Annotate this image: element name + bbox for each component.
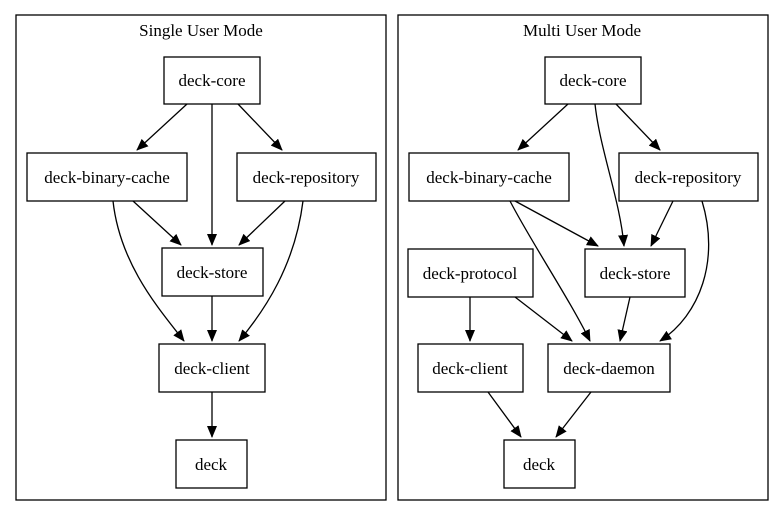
node-deck[interactable]: deck: [503, 439, 576, 489]
edge-core-to-cache: [517, 103, 569, 151]
node-label: deck-binary-cache: [44, 168, 170, 187]
node-deck-repository[interactable]: deck-repository: [618, 152, 759, 202]
node-label: deck-protocol: [423, 264, 518, 283]
node-label: deck-client: [432, 359, 508, 378]
edge-repo-to-daemon: [659, 200, 710, 342]
node-deck-repository[interactable]: deck-repository: [236, 152, 377, 202]
edge-daemon-to-deck: [555, 391, 592, 438]
edge-cache-to-daemon: [509, 200, 591, 342]
node-label: deck-repository: [253, 168, 360, 187]
edge-core-to-repo: [615, 103, 661, 151]
node-label: deck-store: [177, 263, 248, 282]
node-deck-store[interactable]: deck-store: [584, 248, 686, 298]
node-deck-binary-cache[interactable]: deck-binary-cache: [26, 152, 188, 202]
edge-cache-to-store: [132, 200, 182, 246]
node-label: deck-client: [174, 359, 250, 378]
multi-edges: [465, 103, 710, 438]
cluster-multi-title: Multi User Mode: [523, 21, 641, 40]
single-edges: [112, 103, 304, 438]
node-deck-core[interactable]: deck-core: [163, 56, 261, 105]
node-deck-core[interactable]: deck-core: [544, 56, 642, 105]
edge-core-to-repo: [237, 103, 283, 151]
node-label: deck: [523, 455, 556, 474]
node-label: deck: [195, 455, 228, 474]
node-deck[interactable]: deck: [175, 439, 248, 489]
edge-repo-to-store: [650, 200, 674, 247]
node-deck-client[interactable]: deck-client: [417, 343, 524, 393]
node-deck-protocol[interactable]: deck-protocol: [407, 248, 534, 298]
edge-repo-to-client: [238, 200, 304, 342]
edge-cache-to-store: [514, 200, 599, 247]
node-deck-client[interactable]: deck-client: [158, 343, 266, 393]
edge-repo-to-store: [238, 200, 286, 246]
node-label: deck-core: [178, 71, 245, 90]
node-label: deck-binary-cache: [426, 168, 552, 187]
node-label: deck-daemon: [563, 359, 655, 378]
node-label: deck-store: [600, 264, 671, 283]
cluster-multi-border: [397, 14, 769, 501]
edge-core-to-cache: [136, 103, 188, 151]
edge-core-to-store: [594, 103, 629, 247]
node-label: deck-core: [559, 71, 626, 90]
edge-store-to-daemon: [617, 296, 631, 342]
cluster-single-title: Single User Mode: [139, 21, 263, 40]
node-deck-binary-cache[interactable]: deck-binary-cache: [408, 152, 570, 202]
node-deck-daemon[interactable]: deck-daemon: [547, 343, 671, 393]
cluster-single-border: [15, 14, 387, 501]
cluster-multi-user-mode: Multi User Mode deck-core deck-binary-ca…: [397, 14, 769, 501]
node-label: deck-repository: [635, 168, 742, 187]
node-deck-store[interactable]: deck-store: [161, 247, 264, 297]
edge-protocol-to-daemon: [514, 296, 573, 342]
edge-cache-to-client: [112, 200, 185, 342]
edge-client-to-deck: [487, 391, 522, 438]
cluster-single-user-mode: Single User Mode deck-core deck-binary-c…: [15, 14, 387, 501]
